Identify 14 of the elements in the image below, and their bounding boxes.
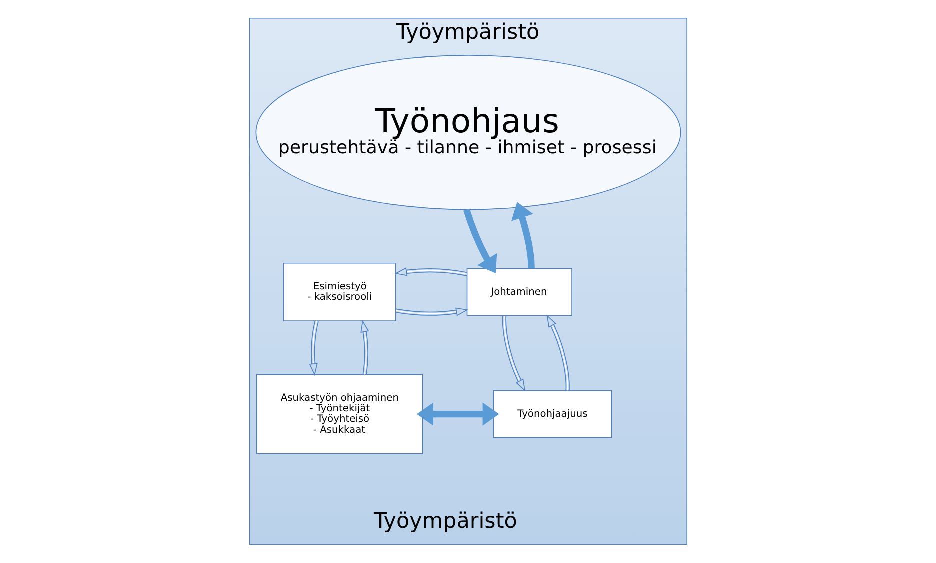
arrow [546, 314, 570, 392]
arrow [416, 402, 499, 426]
node-box: Esimiestyö - kaksoisrooli [282, 262, 396, 322]
node-box: Työnohjaajuus [492, 390, 612, 438]
arrow [360, 320, 369, 376]
arrow [394, 308, 468, 316]
arrow [394, 268, 468, 276]
node-box: Asukastyön ohjaaminen - Työntekijät - Työyhteisö - Asukkaat [256, 374, 423, 454]
node-box: Johtaminen [466, 268, 572, 316]
node-ellipse: Työnohjaus perustehtävä - tilanne - ihmiset - prosessi [255, 55, 681, 210]
arrow [502, 316, 526, 392]
arrow [308, 320, 318, 376]
arrow [510, 202, 534, 269]
arrow [463, 208, 497, 274]
